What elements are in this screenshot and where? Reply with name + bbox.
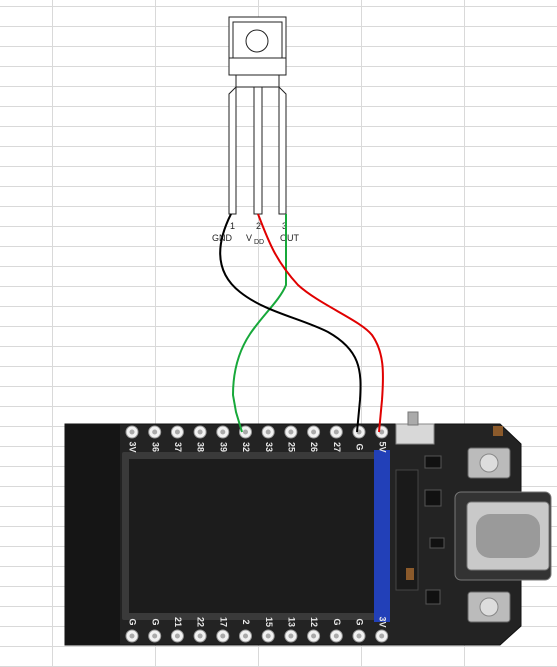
bottom-pin-header: G G 21 22 17 2 15 13 12 G G 3V — [125, 616, 389, 643]
bottom-header-label-5: 2 — [241, 619, 251, 624]
top-header-label-6: 33 — [264, 442, 274, 452]
pin-2-number: 2 — [256, 221, 261, 231]
power-switch — [395, 423, 435, 445]
bottom-header-label-7: 13 — [287, 617, 297, 627]
sensor-pin-3-leg — [278, 85, 287, 215]
top-header-label-9: 27 — [332, 442, 342, 452]
bottom-header-label-11: 3V — [377, 616, 387, 627]
bottom-header-label-9: G — [332, 618, 342, 625]
bottom-header-label-10: G — [355, 618, 365, 625]
pin-3-number: 3 — [282, 221, 287, 231]
top-header-label-1: 36 — [150, 442, 160, 452]
antenna-area — [65, 424, 120, 645]
top-header-label-3: 38 — [196, 442, 206, 452]
top-header-label-7: 25 — [287, 442, 297, 452]
wire-out — [231, 214, 287, 433]
bottom-header-label-3: 22 — [196, 617, 206, 627]
bottom-header-label-8: 12 — [309, 617, 319, 627]
top-header-label-2: 37 — [173, 442, 183, 452]
bottom-header-label-6: 15 — [264, 617, 274, 627]
lcd-ribbon — [374, 450, 390, 622]
bottom-header-label-1: G — [150, 618, 160, 625]
wires — [219, 213, 384, 433]
lcd-screen — [129, 459, 375, 613]
esp32-board — [64, 411, 552, 646]
bottom-header-label-0: G — [128, 618, 138, 625]
bottom-header-label-2: 21 — [173, 617, 183, 627]
pin-2-subscript: DD — [254, 239, 264, 246]
wire-vdd — [257, 213, 384, 433]
bottom-header-label-4: 17 — [218, 617, 228, 627]
top-header-label-5: 32 — [241, 442, 251, 452]
top-header-label-0: 3V — [128, 441, 138, 452]
top-header-label-10: G — [355, 443, 365, 450]
top-header-label-11: 5V — [377, 441, 387, 452]
sensor-lens — [245, 29, 269, 53]
wire-gnd — [219, 213, 362, 433]
top-header-label-8: 26 — [309, 442, 319, 452]
sensor-pin-2-leg — [253, 86, 263, 215]
pin-3-name: OUT — [280, 233, 300, 243]
sensor-pin-1-leg — [228, 85, 237, 215]
pin-1-number: 1 — [230, 221, 235, 231]
pin-2-name: V — [246, 233, 252, 243]
ir-receiver-sensor — [228, 16, 287, 215]
top-header-label-4: 39 — [218, 442, 228, 452]
